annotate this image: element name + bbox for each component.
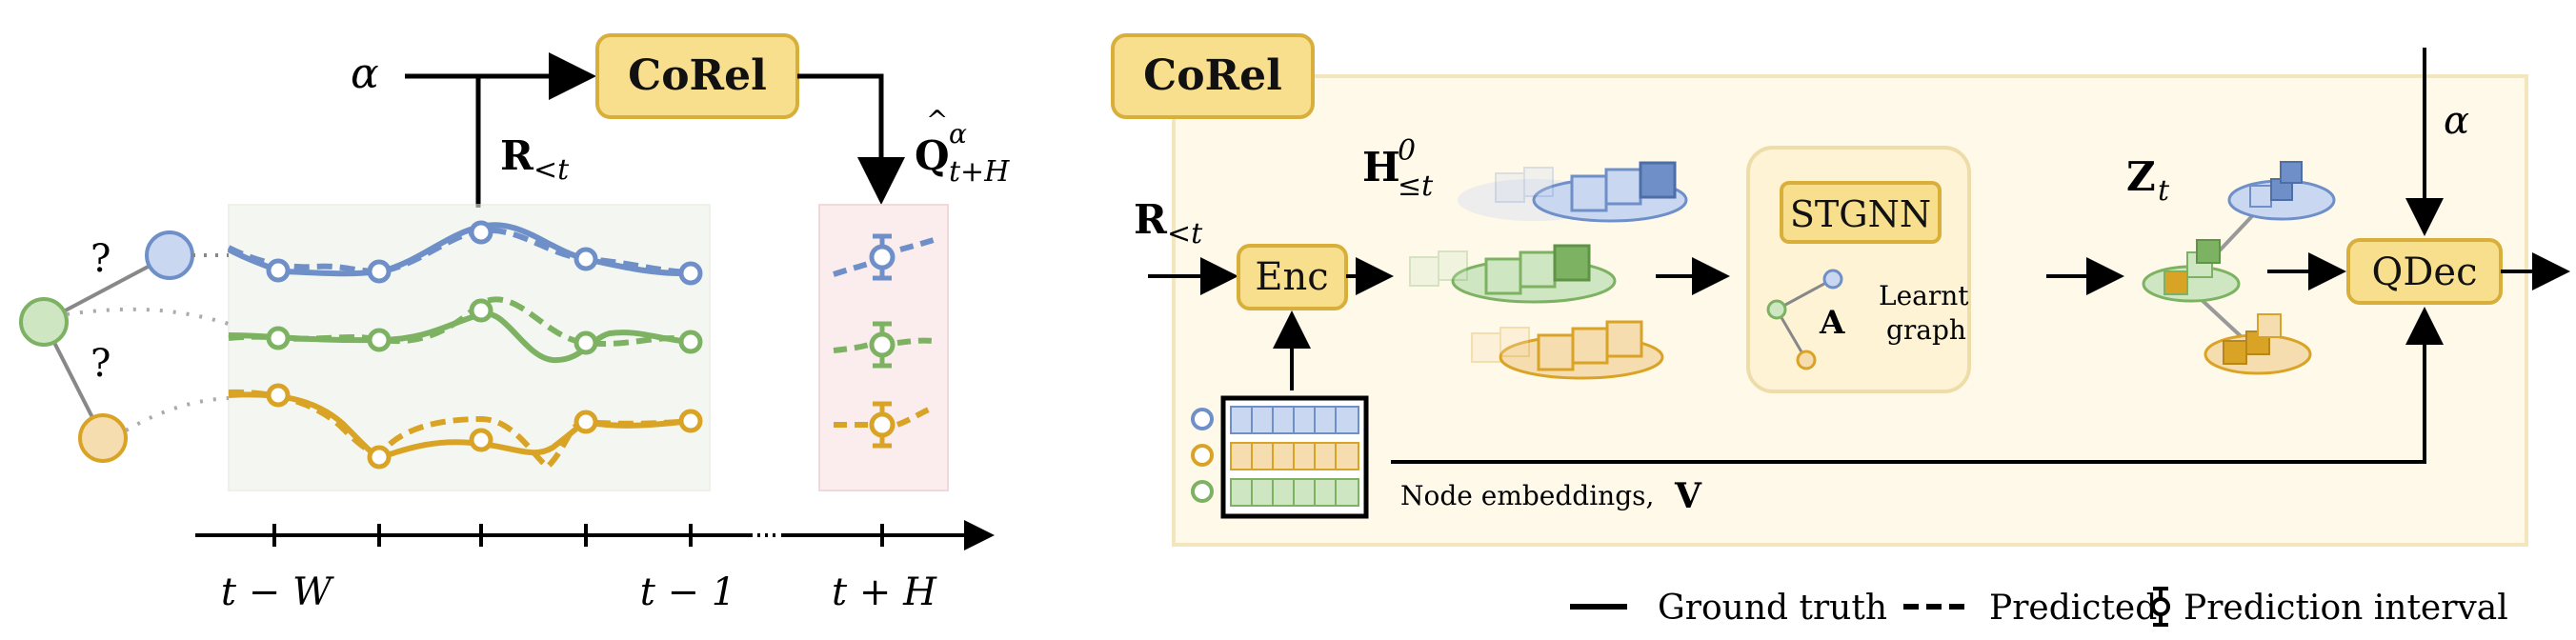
r-history-label: R <t: [500, 132, 570, 187]
graph-label: graph: [1886, 314, 1966, 346]
corel-label-right: CoRel: [1143, 51, 1282, 100]
legend-predicted: Predicted: [1989, 589, 2157, 628]
right-panel: CoRel R <t Enc H 0 ≤t: [1111, 33, 2570, 547]
enc-label: Enc: [1255, 255, 1328, 299]
legend-ground-truth: Ground truth: [1658, 589, 1887, 628]
node-embeddings-matrix: [1191, 395, 1369, 519]
learnt-label: Learnt: [1879, 280, 1969, 311]
interval-blue: [833, 233, 935, 281]
emb-to-qdec-arrow: [1391, 307, 2444, 464]
encoded-states: [1409, 161, 1688, 380]
svg-text:R: R: [1134, 196, 1168, 243]
qdec-label: QDec: [2372, 250, 2478, 294]
final-states: [2142, 161, 2336, 375]
interval-orange: [833, 401, 936, 449]
svg-text:α: α: [949, 118, 967, 150]
time-axis: t − W t − 1 t + H: [195, 520, 995, 614]
question-mark-1: ?: [91, 237, 111, 281]
interval-green: [833, 321, 935, 369]
svg-text:<t: <t: [533, 153, 570, 187]
quantile-forecast-label: Q ^ α t+H: [915, 105, 1010, 189]
graph-node-blue: [145, 230, 194, 280]
svg-text:Z: Z: [2126, 153, 2156, 200]
corel-box-right: CoRel: [1111, 33, 1315, 119]
svg-text:Node embeddings,: Node embeddings,: [1400, 480, 1654, 511]
axis-label-t-plus-h: t + H: [832, 570, 937, 614]
corel-to-forecast-arrow: [797, 73, 905, 205]
series-orange: [228, 383, 703, 470]
svg-text:t+H: t+H: [949, 155, 1010, 189]
svg-text:0: 0: [1398, 134, 1416, 168]
stgnn-block: STGNN A Learnt graph: [1746, 146, 1971, 393]
svg-text:^: ^: [926, 105, 948, 136]
question-mark-2: ?: [91, 342, 111, 386]
axis-label-t-minus-1: t − 1: [640, 570, 735, 614]
left-panel: α R <t CoRel Q ^ α t+H: [19, 33, 1010, 614]
corel-box-left: CoRel: [595, 33, 799, 119]
r-input-label: R <t: [1134, 196, 1203, 250]
svg-text:Q: Q: [915, 132, 950, 179]
corel-label-left: CoRel: [628, 51, 767, 100]
qdec-box: QDec: [2346, 238, 2503, 305]
svg-text:<t: <t: [1167, 217, 1203, 250]
graph-node-green: [19, 297, 69, 347]
series-green: [228, 296, 703, 364]
adjacency-label: A: [1819, 304, 1845, 342]
node-embeddings-label: Node embeddings, V: [1400, 476, 1702, 516]
input-graph: ? ?: [19, 230, 230, 463]
svg-text:R: R: [500, 132, 534, 179]
svg-text:t: t: [2158, 174, 2170, 208]
enc-box: Enc: [1237, 244, 1348, 310]
alpha-label-right: α: [2444, 99, 2469, 143]
h-label: H 0 ≤t: [1362, 134, 1434, 203]
axis-label-t-minus-w: t − W: [221, 570, 334, 614]
z-label: Z t: [2126, 153, 2170, 208]
stgnn-label: STGNN: [1790, 193, 1931, 235]
svg-text:≤t: ≤t: [1398, 170, 1434, 203]
forecast-intervals: [833, 233, 936, 449]
legend-interval-swatch: [2151, 587, 2170, 627]
history-window: [228, 204, 711, 491]
svg-text:H: H: [1362, 144, 1400, 190]
legend-prediction-interval: Prediction interval: [2184, 589, 2508, 628]
svg-text:V: V: [1674, 476, 1702, 516]
legend: Ground truth Predicted Prediction interv…: [1570, 587, 2508, 628]
graph-node-orange: [78, 413, 128, 463]
alpha-label-left: α: [351, 50, 379, 98]
series-blue: [227, 220, 703, 286]
